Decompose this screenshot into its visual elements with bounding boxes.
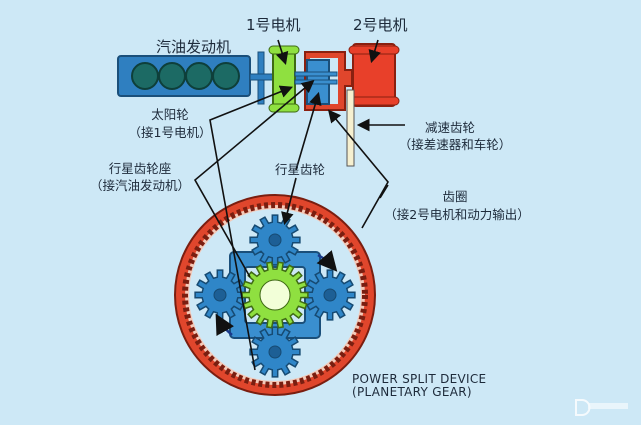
planet-gear-hub: [268, 345, 282, 359]
sun-gear-hub: [259, 279, 291, 311]
planet-gear-hub: [213, 288, 227, 302]
caption-line1: POWER SPLIT DEVICE: [352, 372, 487, 386]
label-sun-gear: 太阳轮: [151, 107, 189, 122]
label-planet-gear: 行星齿轮: [274, 162, 325, 177]
label-motor1: 1号电机: [246, 16, 301, 34]
reduction-gear-shaft: [346, 89, 355, 167]
planet-gear-hub: [268, 233, 282, 247]
planet-gear-hub: [323, 288, 337, 302]
watermark-logo: [575, 399, 628, 416]
pointer-lines: [193, 39, 405, 371]
label-ring-gear-note: （接2号电机和动力输出）: [384, 207, 530, 222]
label-ring-gear: 齿圈: [442, 189, 468, 204]
rotation-arrows: [215, 250, 338, 336]
label-motor2: 2号电机: [353, 16, 408, 34]
motor1: [268, 45, 300, 113]
caption-line2: (PLANETARY GEAR): [352, 385, 472, 399]
engine-block: [117, 51, 331, 105]
label-planet-carrier-note: （接汽油发动机）: [89, 178, 190, 193]
label-reduction-gear: 减速齿轮: [424, 120, 475, 135]
label-reduction-gear-note: （接差速器和车轮）: [398, 137, 512, 152]
label-engine: 汽油发动机: [156, 38, 232, 56]
label-planet-carrier: 行星齿轮座: [108, 161, 172, 176]
label-sun-gear-note: （接1号电机）: [128, 125, 212, 140]
